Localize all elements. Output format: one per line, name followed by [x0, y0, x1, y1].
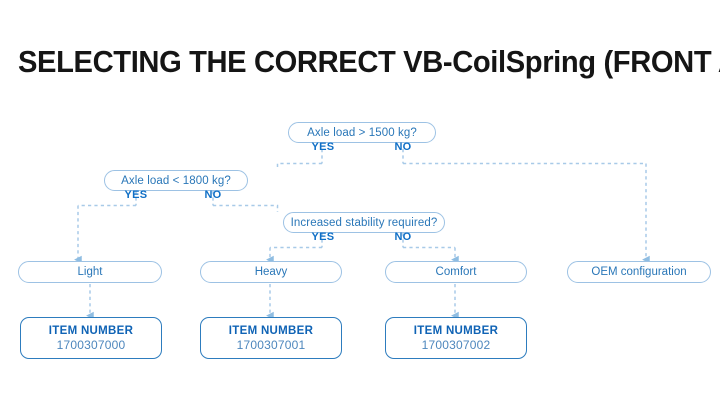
decision-axle-load-1800-no-label: NO — [204, 189, 222, 201]
decision-increased-stability-yes-label: YES — [311, 231, 335, 243]
result-light-label: Light — [77, 266, 103, 278]
decision-increased-stability[interactable]: Increased stability required? — [283, 212, 445, 233]
item-number-box-light[interactable]: ITEM NUMBER 1700307000 — [20, 317, 162, 359]
decision-axle-load-1500-yes-label: YES — [311, 141, 335, 153]
decision-axle-load-1500[interactable]: Axle load > 1500 kg? — [288, 122, 436, 143]
page-title: SELECTING THE CORRECT VB-CoilSpring (FRO… — [18, 44, 720, 79]
item-number-box-light-value: 1700307000 — [56, 337, 126, 352]
result-comfort[interactable]: Comfort — [385, 261, 527, 283]
decision-axle-load-1800-yes-label: YES — [124, 189, 148, 201]
result-heavy[interactable]: Heavy — [200, 261, 342, 283]
result-light[interactable]: Light — [18, 261, 162, 283]
result-oem-configuration[interactable]: OEM configuration — [567, 261, 711, 283]
item-number-box-heavy-title: ITEM NUMBER — [228, 324, 314, 337]
item-number-box-heavy[interactable]: ITEM NUMBER 1700307001 — [200, 317, 342, 359]
decision-increased-stability-label: Increased stability required? — [290, 216, 438, 229]
decision-axle-load-1500-label: Axle load > 1500 kg? — [307, 126, 417, 139]
item-number-box-comfort-value: 1700307002 — [421, 337, 491, 352]
decision-axle-load-1500-no-label: NO — [394, 141, 412, 153]
result-comfort-label: Comfort — [435, 266, 477, 278]
item-number-box-comfort[interactable]: ITEM NUMBER 1700307002 — [385, 317, 527, 359]
item-number-box-comfort-title: ITEM NUMBER — [413, 324, 499, 337]
wire-d2-no-to-d3 — [213, 204, 279, 212]
result-oem-configuration-label: OEM configuration — [591, 266, 687, 278]
result-heavy-label: Heavy — [254, 266, 288, 278]
decision-axle-load-1800-label: Axle load < 1800 kg? — [121, 174, 231, 187]
item-number-box-light-title: ITEM NUMBER — [48, 324, 134, 337]
item-number-box-heavy-value: 1700307001 — [236, 337, 306, 352]
decision-axle-load-1800[interactable]: Axle load < 1800 kg? — [104, 170, 248, 191]
decision-increased-stability-no-label: NO — [394, 231, 412, 243]
wire-d1-yes-to-d2 — [276, 162, 322, 170]
